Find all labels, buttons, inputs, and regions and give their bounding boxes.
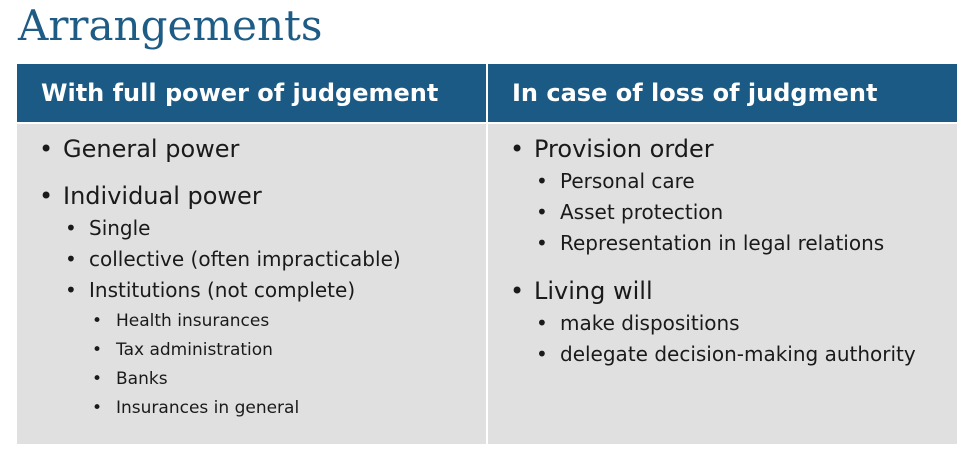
sub-list-item: • Personal care <box>510 166 957 197</box>
sub-list-item: • Institutions (not complete) <box>39 275 486 306</box>
column-header-loss-of-judgment: In case of loss of judgment <box>488 64 957 122</box>
sub-sub-list-item-text: Health insurances <box>116 311 270 331</box>
sub-sub-list-item: • Tax administration <box>39 336 486 365</box>
list-item: • General power <box>39 134 486 164</box>
sub-list-item: • make dispositions <box>510 308 957 339</box>
page-title: Arrangements <box>18 1 323 50</box>
sub-sub-list-item: • Banks <box>39 365 486 394</box>
bullet-icon: • <box>39 182 54 210</box>
bullet-icon: • <box>65 278 77 302</box>
list-item: • Provision order <box>510 134 957 164</box>
sub-list-item: • Representation in legal relations <box>510 228 957 259</box>
sub-list-item-text: delegate decision-making authority <box>560 342 916 366</box>
list-item-text: General power <box>63 135 240 163</box>
bullet-icon: • <box>536 169 548 193</box>
sub-sub-list-item: • Health insurances <box>39 307 486 336</box>
column-cell-full-judgement: • General power • Individual power • Sin… <box>17 124 486 444</box>
list-item-text: Provision order <box>534 135 714 163</box>
sub-list-item: • collective (often impracticable) <box>39 244 486 275</box>
bullet-icon: • <box>92 340 103 360</box>
list-item-text: Living will <box>534 277 653 305</box>
sub-sub-list-item-text: Insurances in general <box>116 398 300 418</box>
bullet-icon: • <box>510 277 525 305</box>
sub-sub-list-item-text: Tax administration <box>116 340 273 360</box>
sub-list-item-text: Personal care <box>560 169 695 193</box>
sub-list-item: • Asset protection <box>510 197 957 228</box>
bullet-icon: • <box>536 231 548 255</box>
bullet-icon: • <box>65 247 77 271</box>
sub-list-item-text: collective (often impracticable) <box>89 247 401 271</box>
bullet-icon: • <box>510 135 525 163</box>
list-item: • Living will <box>510 276 957 306</box>
sub-sub-list-item-text: Banks <box>116 369 168 389</box>
sub-list-item-text: Single <box>89 216 151 240</box>
bullet-icon: • <box>92 369 103 389</box>
arrangements-table: With full power of judgement In case of … <box>17 64 957 444</box>
column-header-full-judgement: With full power of judgement <box>17 64 486 122</box>
sub-list-item-text: Asset protection <box>560 200 724 224</box>
bullet-icon: • <box>536 342 548 366</box>
sub-list-item-text: Representation in legal relations <box>560 231 885 255</box>
sub-list-item: • Single <box>39 213 486 244</box>
list-item: • Individual power <box>39 181 486 211</box>
bullet-icon: • <box>92 398 103 418</box>
sub-list-item-text: Institutions (not complete) <box>89 278 356 302</box>
list-item-text: Individual power <box>63 182 262 210</box>
sub-list-item: • delegate decision-making authority <box>510 339 957 370</box>
column-cell-loss-of-judgment: • Provision order • Personal care • Asse… <box>488 124 957 444</box>
bullet-icon: • <box>39 135 54 163</box>
bullet-icon: • <box>65 216 77 240</box>
sub-sub-list-item: • Insurances in general <box>39 394 486 423</box>
sub-list-item-text: make dispositions <box>560 311 740 335</box>
bullet-icon: • <box>92 311 103 331</box>
bullet-icon: • <box>536 200 548 224</box>
bullet-icon: • <box>536 311 548 335</box>
